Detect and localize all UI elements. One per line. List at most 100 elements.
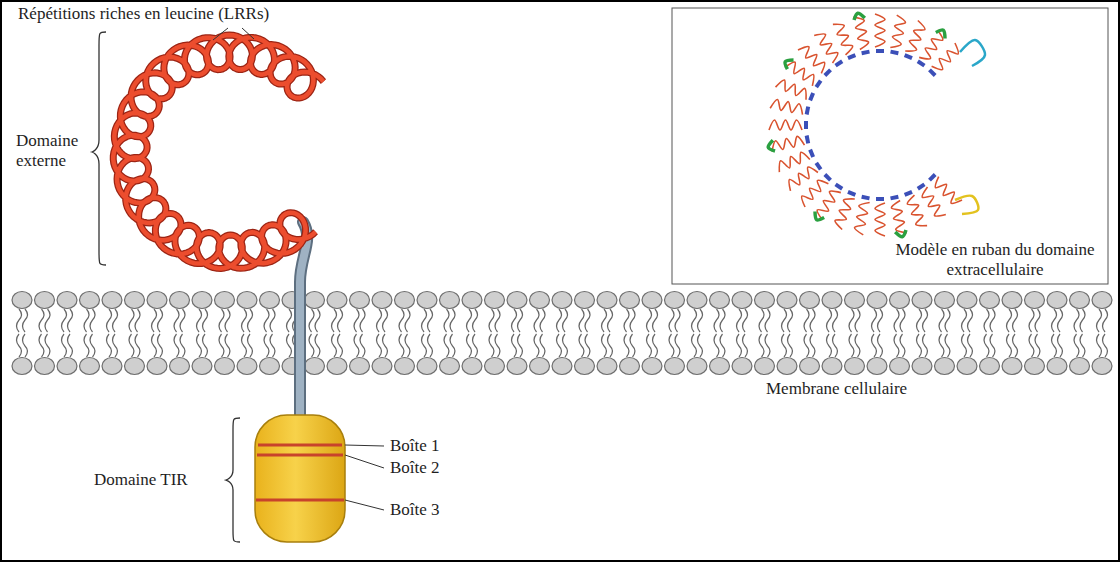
helix-turn [936, 30, 945, 39]
lipid-head [1002, 292, 1022, 309]
lipid-tail [804, 309, 809, 332]
lipid-tail [309, 334, 314, 357]
lipid-tail [242, 334, 247, 357]
lipid-head [755, 358, 775, 375]
lrr-coil [113, 35, 323, 268]
leader-line [213, 28, 228, 40]
lipid-tail [203, 334, 208, 357]
callout-label: Boîte 3 [390, 500, 480, 520]
lipid-tail [264, 309, 269, 332]
lipid-tail [720, 309, 725, 332]
beta-strand [848, 192, 855, 195]
lipid-tail [113, 309, 118, 332]
lipid-head [507, 292, 527, 309]
lipid-tail [540, 309, 545, 332]
lipid-head [305, 292, 325, 309]
lipid-tail [872, 334, 877, 357]
lipid-head [665, 358, 685, 375]
ribbon-strand [772, 136, 804, 151]
beta-strand [876, 197, 884, 201]
lipid-tail [197, 334, 202, 357]
lipid-tail [45, 334, 50, 357]
lipid-tail [743, 334, 748, 357]
lipid-tail [287, 309, 292, 332]
lipid-head [732, 358, 752, 375]
lipid-head [1047, 358, 1067, 375]
lipid-tail [383, 334, 388, 357]
lipid-head [260, 292, 280, 309]
lipid-tail [827, 309, 832, 332]
lipid-head [170, 358, 190, 375]
ribbon-strand [875, 14, 885, 47]
beta-strand [825, 70, 831, 76]
lipid-tail [129, 309, 134, 332]
callout-label: Boîte 2 [390, 458, 480, 478]
lipid-tail [833, 309, 838, 332]
lipid-head [620, 292, 640, 309]
lipid-head [215, 358, 235, 375]
lipid-tail [135, 309, 140, 332]
lipid-tail [1103, 309, 1108, 332]
lipid-tail [428, 309, 433, 332]
lipid-head [440, 358, 460, 375]
beta-strand [816, 81, 820, 88]
beta-strand [891, 52, 899, 54]
lipid-tail [152, 309, 157, 332]
lipid-tail [939, 334, 944, 357]
lipid-tail [923, 309, 928, 332]
lipid-tail [990, 334, 995, 357]
lipid-head [912, 358, 932, 375]
lipid-tail [878, 334, 883, 357]
lipid-tail [984, 334, 989, 357]
lipid-head [552, 292, 572, 309]
beta-strand [836, 61, 843, 65]
lipid-tail [444, 334, 449, 357]
ribbon-strand [817, 191, 841, 220]
lipid-head [12, 358, 32, 375]
lipid-head [80, 292, 100, 309]
lipid-tail [878, 309, 883, 332]
leader-line [242, 28, 254, 39]
lipid-head [777, 358, 797, 375]
ribbon-strand [814, 34, 838, 63]
lipid-tail [579, 334, 584, 357]
lipid-head [800, 292, 820, 309]
lipid-tail [782, 309, 787, 332]
beta-strand [891, 197, 899, 199]
ribbon-strand [789, 167, 818, 191]
lipid-tail [1007, 334, 1012, 357]
lipid-tail [540, 334, 545, 357]
lipid-tail [669, 309, 674, 332]
lipid-tail [68, 334, 73, 357]
beta-strand [918, 61, 925, 65]
lipid-head [192, 358, 212, 375]
lipid-tail [203, 309, 208, 332]
ribbon-strand [875, 203, 885, 236]
lipid-tail [158, 334, 163, 357]
inset-frame [672, 8, 1108, 284]
lipid-head [755, 292, 775, 309]
lipid-head [125, 358, 145, 375]
lipid-tail [450, 334, 455, 357]
lipid-tail [624, 334, 629, 357]
box-band [258, 444, 342, 447]
part-label: Domaine externe [16, 131, 88, 171]
lipid-tail [1052, 334, 1057, 357]
lipid-tail [422, 309, 427, 332]
lipid-tail [197, 309, 202, 332]
lipid-head [597, 292, 617, 309]
lipid-tail [473, 309, 478, 332]
lipid-tail [692, 309, 697, 332]
lipid-tail [444, 309, 449, 332]
ribbon-strand [853, 17, 868, 49]
lipid-head [597, 358, 617, 375]
lipid-tail [630, 334, 635, 357]
lipid-tail [1013, 309, 1018, 332]
lipid-head [687, 358, 707, 375]
lipid-head [260, 358, 280, 375]
lipid-tail [602, 334, 607, 357]
lipid-tail [647, 309, 652, 332]
ribbon-strand [890, 15, 905, 47]
lipid-head [125, 292, 145, 309]
